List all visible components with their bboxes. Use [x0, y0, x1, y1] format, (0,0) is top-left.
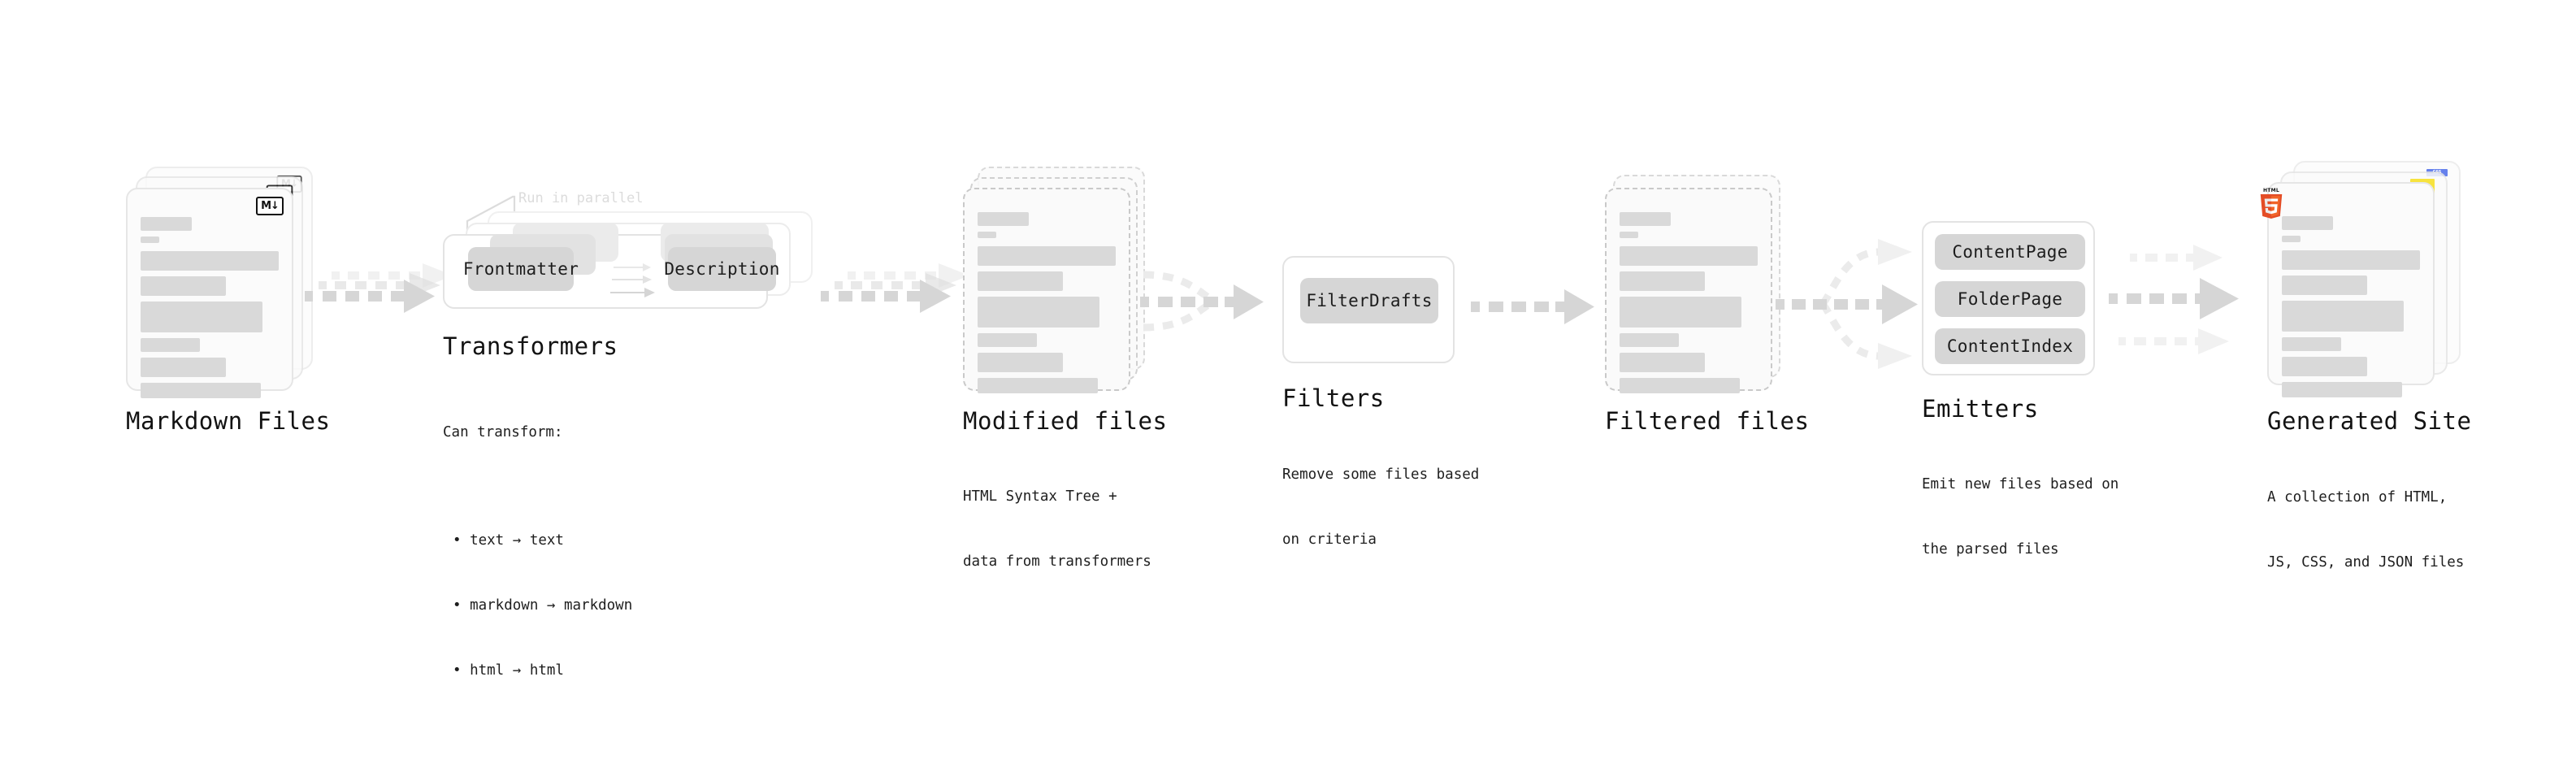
emitters-desc-line: Emit new files based on — [1922, 476, 2119, 493]
run-in-parallel-label: Run in parallel — [518, 190, 644, 206]
content-bar — [141, 236, 159, 243]
modified-files-desc-line: data from transformers — [963, 553, 1151, 570]
chip-frontmatter[interactable]: Frontmatter — [463, 247, 579, 291]
content-bar — [1620, 212, 1671, 226]
content-bar — [1620, 232, 1638, 238]
transformers-desc-list: • text → text • markdown → markdown • ht… — [443, 487, 632, 725]
content-bar — [1620, 378, 1740, 393]
stage-generated-site: CSS HTML — [2260, 161, 2471, 571]
modified-file-front — [963, 188, 1130, 393]
filtered-file-stack — [1605, 167, 1780, 402]
markdown-file-stack: M↓ M↓ M↓ — [126, 167, 313, 402]
modified-files-desc-line: HTML Syntax Tree + — [963, 488, 1117, 505]
chip-filterdrafts[interactable]: FilterDrafts — [1300, 278, 1438, 323]
content-bar — [141, 358, 227, 377]
stage-title-transformers: Transformers — [443, 332, 618, 360]
connector-emitters-to-site — [2109, 232, 2251, 366]
modified-files-description: HTML Syntax Tree + data from transformer… — [963, 443, 1151, 616]
content-bar — [2282, 276, 2368, 295]
transformers-description: Can transform: • text → text • markdown … — [443, 379, 632, 768]
stage-title-emitters: Emitters — [1922, 395, 2039, 423]
filters-description: Remove some files based on criteria — [1282, 421, 1479, 594]
markdown-badge-front: M↓ — [256, 197, 284, 215]
transformers-desc-item: • text → text — [453, 532, 564, 549]
markdown-file-front: M↓ — [126, 188, 293, 398]
connector-modified-to-filters — [1125, 258, 1272, 344]
filtered-file-front — [1605, 188, 1772, 393]
content-bar — [1620, 297, 1741, 328]
content-bar — [2282, 250, 2420, 270]
markdown-file-content — [141, 217, 279, 404]
chip-contentindex[interactable]: ContentIndex — [1935, 328, 2085, 364]
filters-desc-line: Remove some files based — [1282, 466, 1480, 484]
content-bar — [978, 297, 1099, 328]
connector-md-to-transformers — [305, 263, 453, 341]
content-bar — [1620, 333, 1680, 347]
content-bar — [978, 212, 1029, 226]
generated-site-desc-line: A collection of HTML, — [2267, 489, 2448, 506]
emitters-description: Emit new files based on the parsed files — [1922, 431, 2118, 604]
content-bar — [141, 217, 192, 231]
content-bar — [978, 232, 996, 238]
generated-site-stack: CSS HTML — [2260, 161, 2461, 397]
diagram-canvas: M↓ M↓ M↓ Markdown Files — [126, 161, 2471, 679]
html5-badge: HTML — [2259, 188, 2283, 219]
stage-title-generated-site: Generated Site — [2267, 407, 2472, 435]
transformers-desc-item: • html → html — [453, 662, 564, 679]
generated-site-html-file: HTML — [2260, 182, 2435, 397]
content-bar — [141, 383, 261, 398]
chip-folderpage[interactable]: FolderPage — [1935, 281, 2085, 317]
content-bar — [2282, 301, 2404, 332]
filters-desc-line: on criteria — [1282, 531, 1377, 548]
stage-title-modified-files: Modified files — [963, 407, 1168, 435]
stage-title-markdown-files: Markdown Files — [126, 407, 331, 435]
content-bar — [2282, 357, 2368, 376]
content-bar — [978, 246, 1116, 266]
content-bar — [141, 302, 262, 332]
content-bar — [1620, 246, 1758, 266]
content-bar — [978, 378, 1098, 393]
transformer-inner-arrows — [610, 263, 655, 297]
connector-filters-to-filtered — [1471, 289, 1601, 337]
content-bar — [2282, 382, 2402, 397]
content-bar — [978, 333, 1038, 347]
emitters-desc-line: the parsed files — [1922, 540, 2059, 558]
content-bar — [141, 276, 227, 296]
content-bar — [1620, 271, 1706, 291]
generated-site-content — [2282, 216, 2420, 403]
connector-transformers-to-modified — [821, 263, 969, 341]
modified-file-content — [978, 212, 1116, 399]
connector-filtered-to-emitters — [1776, 237, 1926, 371]
stage-filtered-files: Filtered files — [1605, 167, 1809, 435]
content-bar — [978, 271, 1064, 291]
content-bar — [141, 338, 201, 352]
content-bar — [978, 353, 1064, 372]
filters-box: FilterDrafts — [1282, 256, 1455, 363]
content-bar — [2282, 337, 2342, 351]
content-bar — [2282, 216, 2333, 230]
transformers-desc-item: • markdown → markdown — [453, 597, 633, 614]
generated-site-description: A collection of HTML, JS, CSS, and JSON … — [2267, 444, 2464, 617]
stage-title-filtered-files: Filtered files — [1605, 407, 1810, 435]
transformers-desc-heading: Can transform: — [443, 424, 563, 441]
chip-description[interactable]: Description — [664, 247, 779, 291]
content-bar — [1620, 353, 1706, 372]
generated-site-desc-line: JS, CSS, and JSON files — [2267, 553, 2465, 571]
chip-contentpage[interactable]: ContentPage — [1935, 234, 2085, 270]
stage-modified-files: Modified files HTML Syntax Tree + data f… — [963, 167, 1167, 570]
emitters-box: ContentPage FolderPage ContentIndex — [1922, 221, 2095, 375]
content-bar — [141, 251, 279, 271]
filtered-file-content — [1620, 212, 1758, 399]
stage-markdown-files: M↓ M↓ M↓ Markdown Files — [126, 167, 330, 435]
stage-title-filters: Filters — [1282, 384, 1385, 412]
modified-file-stack — [963, 167, 1145, 402]
html5-badge-label: HTML — [2262, 188, 2280, 193]
content-bar — [2282, 236, 2301, 242]
